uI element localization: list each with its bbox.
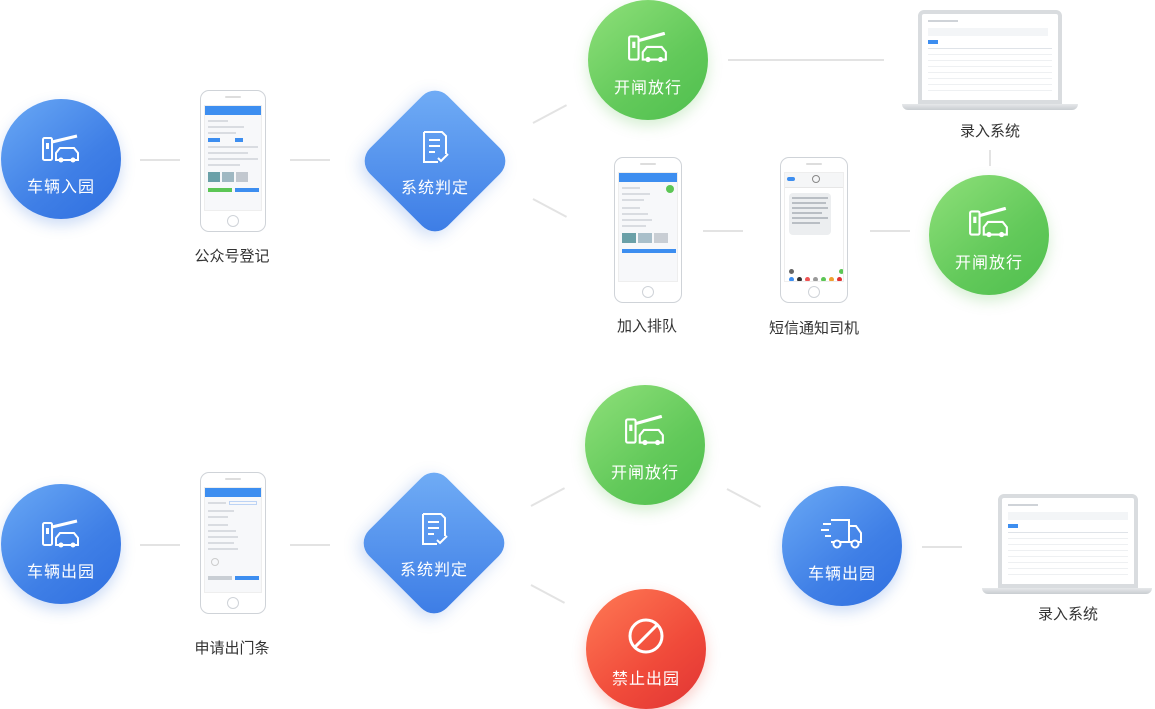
phone-queue-mockup <box>614 157 682 303</box>
record-caption: 录入系统 <box>1037 605 1098 623</box>
connector-line <box>532 104 568 124</box>
connector-line <box>989 150 991 166</box>
queue-caption: 加入排队 <box>616 317 677 335</box>
node-label: 开闸放行 <box>610 463 679 482</box>
connector-line <box>530 584 566 604</box>
exit-forbidden-node: 禁止出园 <box>586 589 706 709</box>
gate-open-node: 开闸放行 <box>929 175 1049 295</box>
connector-line <box>290 544 330 546</box>
connector-line <box>922 546 962 548</box>
connector-line <box>728 59 884 61</box>
barrier-car-icon <box>42 519 79 548</box>
gate-open-node: 开闸放行 <box>585 385 705 505</box>
node-label: 系统判定 <box>399 560 468 579</box>
node-label: 开闸放行 <box>613 78 682 97</box>
node-label: 开闸放行 <box>954 253 1023 272</box>
phone-register-mockup <box>200 90 266 232</box>
forbidden-icon <box>628 618 664 654</box>
connector-line <box>532 198 568 218</box>
connector-line <box>140 544 180 546</box>
barrier-car-icon <box>625 415 664 446</box>
node-label: 车辆出园 <box>26 562 95 581</box>
barrier-car-icon <box>628 32 667 63</box>
barrier-car-icon <box>969 207 1008 238</box>
connector-line <box>290 159 330 161</box>
apply-caption: 申请出门条 <box>194 639 270 657</box>
decision-node: 系统判定 <box>354 512 514 580</box>
phone-apply-mockup <box>200 472 266 614</box>
laptop-system-mockup <box>982 494 1155 594</box>
decision-node: 系统判定 <box>355 130 515 198</box>
node-label: 系统判定 <box>400 178 469 197</box>
node-label: 车辆入园 <box>26 177 95 196</box>
truck-icon <box>821 519 862 549</box>
node-label: 禁止出园 <box>611 669 680 688</box>
gate-open-node: 开闸放行 <box>588 0 708 120</box>
document-check-icon <box>422 513 448 545</box>
node-label: 车辆出园 <box>807 564 876 583</box>
connector-line <box>703 230 743 232</box>
connector-line <box>140 159 180 161</box>
sms-caption: 短信通知司机 <box>768 319 859 337</box>
connector-line <box>726 488 762 508</box>
vehicle-exit-final-node: 车辆出园 <box>782 486 902 606</box>
vehicle-enter-node: 车辆入园 <box>1 99 121 219</box>
laptop-system-mockup <box>902 10 1078 110</box>
connector-line <box>530 487 566 507</box>
document-check-icon <box>423 131 449 163</box>
vehicle-exit-node: 车辆出园 <box>1 484 121 604</box>
register-caption: 公众号登记 <box>194 247 270 265</box>
connector-line <box>870 230 910 232</box>
record-caption: 录入系统 <box>959 122 1020 140</box>
barrier-car-icon <box>42 134 79 163</box>
phone-sms-mockup <box>780 157 848 303</box>
